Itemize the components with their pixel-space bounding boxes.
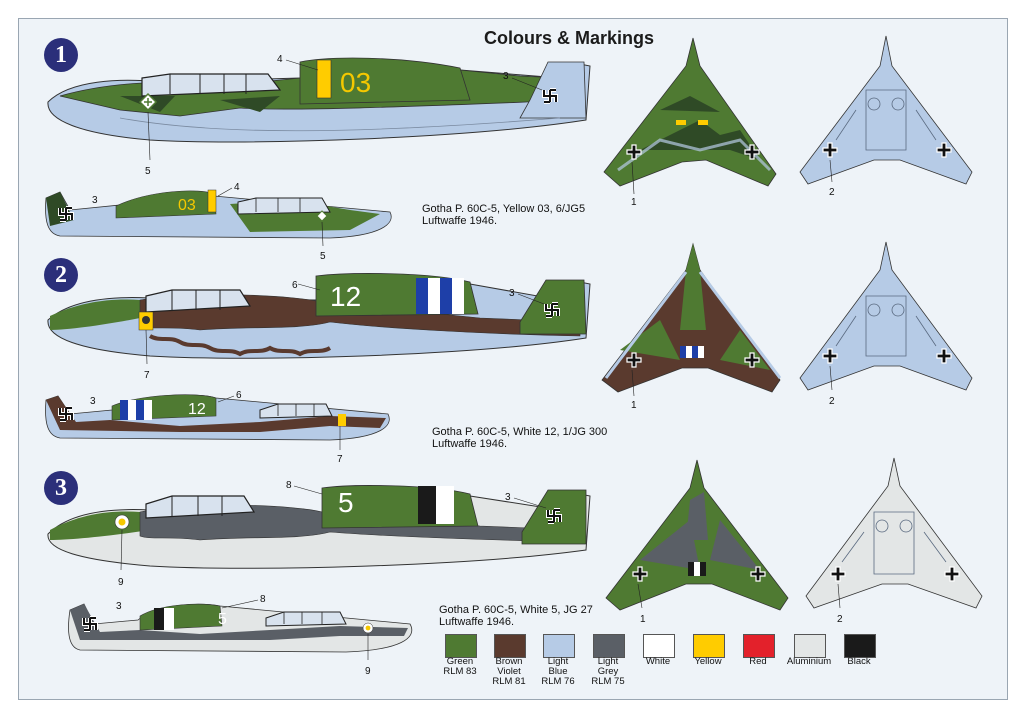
scheme-3-top-view: 1 (605, 459, 789, 625)
callout-7: 7 (144, 370, 150, 381)
callout-4: 4 (277, 54, 283, 65)
callout-7: 7 (337, 454, 343, 465)
swatch-brown-violet-rlm81 (494, 634, 526, 658)
sheet-title: Colours & Markings (484, 28, 655, 48)
swatch-label: Aluminium (786, 656, 832, 667)
scheme-2-badge: 2 (44, 258, 78, 292)
scheme-3-badge: 3 (44, 471, 78, 505)
scheme-3-side-view: 5 8 3 9 (47, 480, 591, 588)
scheme-2-code-large: 12 (330, 281, 361, 312)
swatch-white (643, 634, 675, 658)
swatch-light-blue-rlm76 (543, 634, 575, 658)
callout-3: 3 (503, 71, 509, 82)
scheme-3-code-large: 5 (338, 487, 354, 518)
swatch-label: White (645, 656, 671, 667)
scheme-1-side-view-small: 03 3 4 5 (45, 182, 392, 262)
callout-1: 1 (631, 197, 637, 208)
scheme-2-bottom-view: 2 (799, 241, 973, 407)
callout-5: 5 (320, 251, 326, 262)
callout-6: 6 (236, 390, 242, 401)
swatch-yellow (693, 634, 725, 658)
callout-3: 3 (116, 601, 122, 612)
callout-3: 3 (90, 396, 96, 407)
callout-8: 8 (260, 594, 266, 605)
scheme-3-side-view-small: 5 3 8 9 (68, 594, 413, 677)
scheme-1-code-large: 03 (340, 67, 371, 98)
scheme-2-side-view-small: 12 3 6 7 (45, 390, 390, 465)
callout-5: 5 (145, 166, 151, 177)
scheme-3-code-small: 5 (218, 611, 227, 628)
swatch-label: Yellow (694, 656, 722, 667)
callout-2: 2 (829, 187, 835, 198)
callout-9: 9 (365, 666, 371, 677)
callout-2: 2 (837, 614, 843, 625)
swatch-green-rlm83 (445, 634, 477, 658)
callout-3: 3 (505, 492, 511, 503)
swatch-label: Black (847, 656, 871, 667)
callout-3: 3 (509, 288, 515, 299)
callout-4: 4 (234, 182, 240, 193)
swatch-label: Red (749, 656, 767, 667)
scheme-1-bottom-view: 2 (799, 35, 973, 198)
scheme-3-bottom-view: 2 (805, 457, 983, 625)
swatch-light-grey-rlm75 (593, 634, 625, 658)
callout-3: 3 (92, 195, 98, 206)
scheme-1-side-view: 03 4 3 5 (47, 54, 591, 177)
swatch-black (844, 634, 876, 658)
scheme-1-badge: 1 (44, 38, 78, 72)
scheme-2-top-view: 1 (601, 242, 782, 411)
swatch-red (743, 634, 775, 658)
scheme-2-side-view: 12 6 3 7 (47, 273, 591, 381)
callout-1: 1 (640, 614, 646, 625)
callout-8: 8 (286, 480, 292, 491)
scheme-2-code-small: 12 (188, 401, 206, 418)
scheme-1-top-view: 1 (603, 37, 777, 208)
callout-1: 1 (631, 400, 637, 411)
callout-9: 9 (118, 577, 124, 588)
swatch-aluminium (794, 634, 826, 658)
callout-2: 2 (829, 396, 835, 407)
callout-6: 6 (292, 280, 298, 291)
scheme-1-code-small: 03 (178, 197, 196, 214)
